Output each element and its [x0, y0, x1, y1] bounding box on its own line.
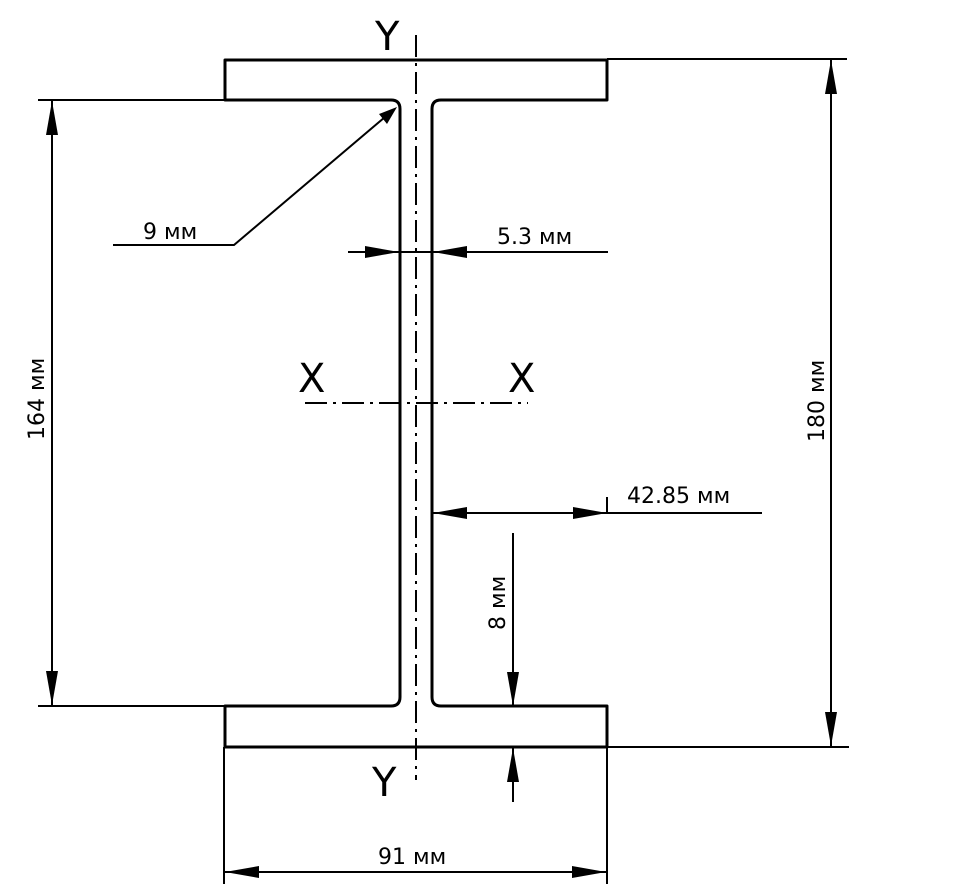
- web-thickness-arrowhead-left: [365, 246, 399, 258]
- flange-overhang-arrowhead-right: [573, 507, 607, 519]
- web-thickness-dimension: 5.3 мм: [348, 225, 608, 258]
- total-height-arrowhead-bottom: [825, 712, 837, 746]
- fillet-radius-dimension: 9 мм: [113, 107, 397, 246]
- fillet-radius-label: 9 мм: [143, 220, 197, 245]
- flange-thickness-arrowhead-top: [507, 672, 519, 706]
- x-axis-label-right: X: [508, 356, 535, 402]
- total-height-label: 180 мм: [805, 360, 830, 442]
- x-axis-label-left: X: [298, 356, 325, 402]
- web-thickness-arrowhead-right: [433, 246, 467, 258]
- total-height-arrowhead-top: [825, 60, 837, 94]
- flange-thickness-dimension: 8 мм: [486, 533, 519, 802]
- inner-height-arrowhead-bottom: [46, 671, 58, 705]
- flange-thickness-arrowhead-bottom: [507, 748, 519, 782]
- flange-width-label: 91 мм: [378, 845, 446, 870]
- flange-width-arrowhead-left: [225, 866, 259, 878]
- flange-overhang-arrowhead-left: [433, 507, 467, 519]
- flange-width-arrowhead-right: [572, 866, 606, 878]
- inner-height-label: 164 мм: [25, 358, 50, 440]
- flange-thickness-label: 8 мм: [486, 576, 511, 630]
- y-axis-label-top: Y: [374, 14, 400, 60]
- flange-width-dimension: 91 мм: [223, 747, 608, 884]
- inner-height-dimension: 164 мм: [25, 99, 225, 707]
- inner-height-arrowhead-top: [46, 101, 58, 135]
- flange-overhang-dimension: 42.85 мм: [433, 484, 762, 519]
- flange-overhang-label: 42.85 мм: [627, 484, 730, 509]
- fillet-radius-arrowhead: [379, 107, 397, 124]
- total-height-dimension: 180 мм: [607, 58, 849, 748]
- y-axis-label-bottom: Y: [371, 760, 397, 806]
- web-thickness-label: 5.3 мм: [497, 225, 572, 250]
